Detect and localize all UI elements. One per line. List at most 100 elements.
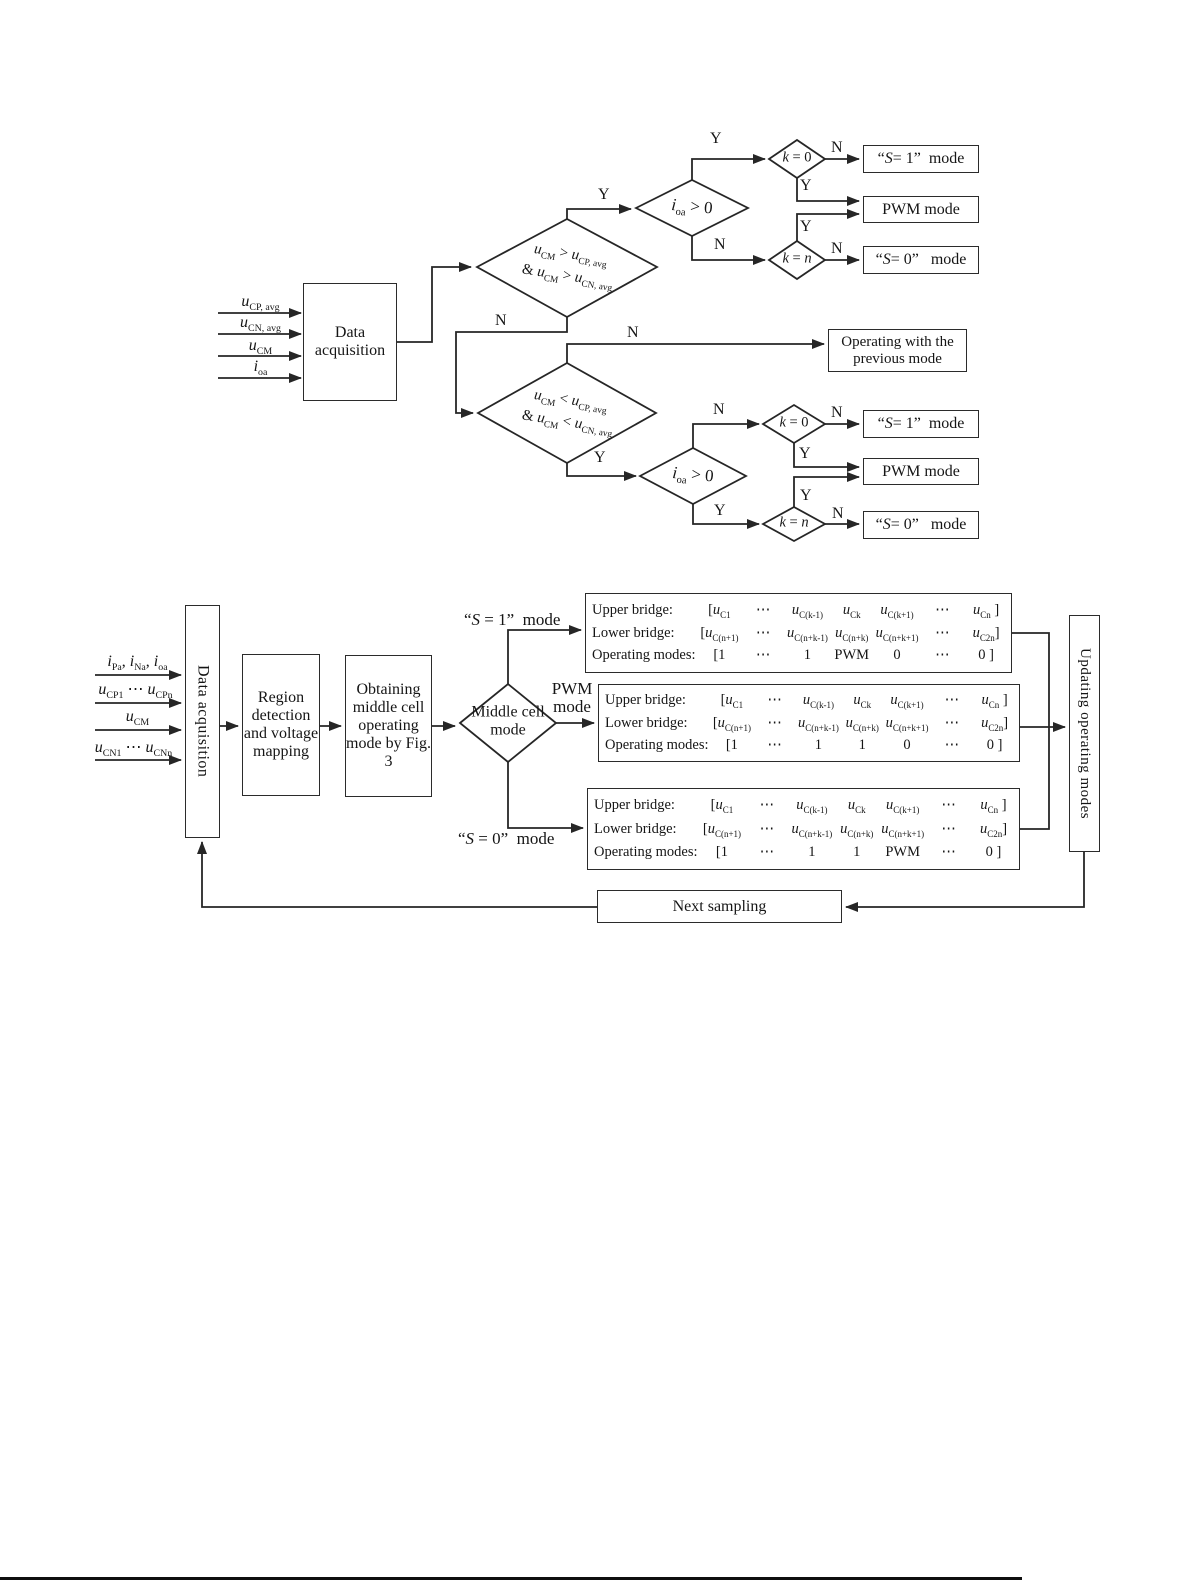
- kn-lower-text: k = n: [779, 514, 809, 531]
- ioa-check-upper-text: ioa > 0: [670, 194, 714, 219]
- bridge-cell: [uC(n+1): [702, 820, 742, 839]
- arrow-updating-nextsampling: [845, 852, 1085, 912]
- bridge-cell: ⋯: [759, 797, 775, 814]
- bridge-cell: ⋯: [941, 843, 956, 860]
- decision-kn-lower-diamond: [761, 505, 827, 543]
- bridge-cell: [1: [713, 647, 726, 664]
- bridge-cell: uC(n+k+1): [885, 714, 929, 733]
- bridge-cell: ⋯: [935, 624, 950, 641]
- arrow-knb-yes: [793, 472, 860, 507]
- bridge-cell: [uC(n+1): [700, 624, 739, 643]
- decision-k0-lower-diamond: [761, 403, 827, 445]
- input-label-ucn1-ucnn: uCN1 ⋯ uCNn: [94, 739, 173, 760]
- bridge-cell: uCk: [847, 797, 866, 816]
- arrow-nextsampling-dataacq: [197, 841, 597, 908]
- bridge-cell: ⋯: [755, 624, 771, 641]
- arrow-ioa2-yes: [692, 504, 760, 529]
- arrow-d2-yes: [566, 463, 637, 481]
- bridge-cell: 1: [803, 647, 812, 664]
- bridge-cell: ⋯: [941, 820, 956, 837]
- bridge-cell: 0 ]: [985, 843, 1002, 860]
- bridge-cell: ⋯: [759, 820, 775, 837]
- decision-ucm-lower-diamond: [476, 361, 658, 465]
- bridge-cell: 1: [858, 736, 866, 753]
- branch-label-ioa1-no: N: [714, 236, 726, 253]
- ioa-check-lower-text: ioa > 0: [671, 462, 715, 487]
- bridge-cell: PWM: [834, 647, 870, 664]
- branch-label-k0a-yes: Y: [800, 177, 812, 194]
- bridge-row-label: Lower bridge:: [592, 624, 675, 641]
- bridge-cell: uCk: [842, 601, 861, 620]
- bridge-row-label: Lower bridge:: [605, 714, 688, 731]
- branch-label-knb-no: N: [832, 505, 844, 522]
- bridge-cell: uC(n+k-1): [798, 714, 839, 733]
- bridge-cell: uC(n+k): [845, 714, 879, 733]
- branch-label-d2-yes: Y: [594, 449, 606, 466]
- input-label-ucn-avg: uCN, avg: [239, 314, 282, 335]
- bridge-row-label: Upper bridge:: [594, 797, 675, 814]
- bridge-cell: [1: [725, 736, 738, 753]
- arrow-dataacq-to-d1: [397, 262, 472, 343]
- pwm-mode-box-upper: PWM mode: [863, 196, 979, 223]
- bridge-cell: ⋯: [755, 601, 771, 618]
- bridge-cell: 0: [903, 736, 911, 753]
- bridge-cell: [uC(n+1): [712, 714, 751, 733]
- bridge-cell: ⋯: [935, 647, 950, 664]
- s0-mode-box-upper: “S= 0” mode: [863, 246, 979, 274]
- decision-ioa-upper-diamond: [633, 178, 751, 238]
- input-label-ucp-avg: uCP, avg: [241, 293, 280, 314]
- bridge-cell: uC(n+k+1): [881, 820, 925, 839]
- arrow-d2-no: [566, 339, 825, 363]
- arrow-d1-no: [455, 317, 568, 418]
- branch-label-d1-no: N: [495, 312, 507, 329]
- s1-mode-box-upper: “S= 1” mode: [863, 145, 979, 173]
- bridge-cell: uC(n+k-1): [787, 624, 828, 643]
- branch-label-d1-yes: Y: [598, 186, 610, 203]
- decision-ucm-upper-diamond: [475, 217, 659, 319]
- wire-bridge1-join: [1012, 632, 1050, 727]
- bridge-cell: ⋯: [759, 843, 775, 860]
- branch-label-knb-yes: Y: [800, 487, 812, 504]
- branch-label-k0b-no: N: [831, 404, 843, 421]
- bridge-cell: [uC1: [708, 601, 731, 620]
- bridge-cell: [uC1: [720, 692, 744, 711]
- next-sampling-box: Next sampling: [597, 890, 842, 923]
- bridge-row-label: Operating modes:: [592, 647, 696, 664]
- bridge-row-label: Upper bridge:: [592, 601, 673, 618]
- branch-label-d2-no: N: [627, 324, 639, 341]
- branch-label-kna-no: N: [831, 240, 843, 257]
- branch-label-ioa2-yes: Y: [714, 502, 726, 519]
- arrow-middle-s1: [507, 625, 582, 684]
- arrow-ioa1-no-down: [691, 236, 766, 265]
- bridge-cell: 1: [808, 843, 816, 860]
- bridge-cell: ⋯: [767, 736, 782, 753]
- bridge-cell: ⋯: [944, 692, 960, 709]
- k0-lower-text: k = 0: [779, 414, 809, 431]
- bridge-cell: uC2n]: [981, 714, 1009, 733]
- k0-upper-text: k = 0: [782, 149, 812, 166]
- s0-mode-box-lower: “S= 0” mode: [863, 511, 979, 539]
- bridge-cell: ⋯: [755, 647, 771, 664]
- bridge-cell: 1: [814, 736, 823, 753]
- input-label-ucm: uCM: [248, 337, 273, 358]
- middle-cell-mode-text: Middle cell mode: [471, 703, 545, 739]
- kn-upper-text: k = n: [782, 250, 812, 267]
- input-label-ipa-ina-ioa: iPa, iNa, ioa: [107, 653, 168, 674]
- bridge-cell: uCk: [853, 692, 872, 711]
- bridge-cell: uC(n+k): [840, 820, 874, 839]
- input-label-ucm-fig4: uCM: [125, 708, 150, 729]
- bridge-cell: 0 ]: [986, 736, 1003, 753]
- bridge-cell: ⋯: [767, 692, 782, 709]
- decision-ioa-lower-diamond: [638, 446, 748, 506]
- branch-label-k0a-no: N: [831, 139, 843, 156]
- branch-label-k0b-yes: Y: [799, 445, 811, 462]
- bridge-cell: uC(k+1): [880, 601, 914, 620]
- bridge-cell: ⋯: [944, 736, 960, 753]
- bridge-cell: uC(k+1): [890, 692, 924, 711]
- branch-label-ioa2-no: N: [713, 401, 725, 418]
- bridge-cell: uC(k+1): [886, 797, 920, 816]
- bridge-cell: uC(n+k-1): [791, 820, 833, 839]
